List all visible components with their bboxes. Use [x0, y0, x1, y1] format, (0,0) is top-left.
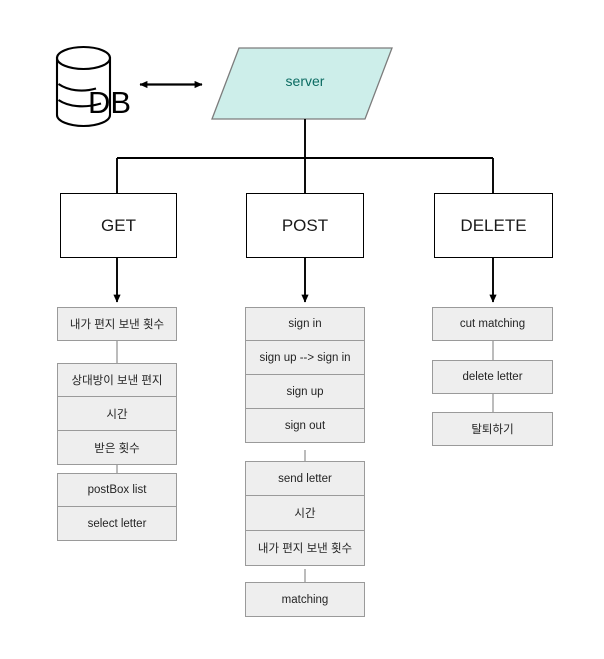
list-item-label: 내가 편지 보낸 횟수 [69, 319, 165, 331]
server-label: server [285, 73, 325, 89]
method-box-post[interactable]: POST [246, 193, 364, 258]
list-item-label: sign out [284, 419, 326, 432]
list-item-label: 상대방이 보낸 편지 [71, 375, 163, 387]
list-item-label: cut matching [459, 318, 526, 330]
list-item[interactable]: 시간 [245, 496, 365, 531]
method-box-delete[interactable]: DELETE [434, 193, 553, 258]
list-item[interactable]: matching [245, 582, 365, 617]
method-box-get[interactable]: GET [60, 193, 177, 258]
list-item[interactable]: send letter [245, 461, 365, 496]
list-item[interactable]: postBox list [57, 473, 177, 507]
list-item[interactable]: sign out [245, 409, 365, 443]
list-item[interactable]: 내가 편지 보낸 횟수 [57, 307, 177, 341]
list-item-label: select letter [87, 517, 147, 530]
list-item-label: 받은 횟수 [94, 442, 140, 455]
method-label-delete: DELETE [460, 215, 527, 235]
list-item-label: 탈퇴하기 [471, 424, 514, 436]
list-item[interactable]: 상대방이 보낸 편지 [57, 363, 177, 397]
list-item-label: matching [281, 593, 329, 606]
list-item-label: sign in [288, 318, 322, 330]
method-label-get: GET [101, 215, 136, 235]
list-item[interactable]: sign up [245, 375, 365, 409]
list-item[interactable]: select letter [57, 507, 177, 541]
list-item-label: 시간 [106, 408, 128, 421]
list-item-label: delete letter [462, 371, 523, 383]
list-item[interactable]: 받은 횟수 [57, 431, 177, 465]
list-item-label: 내가 편지 보낸 횟수 [257, 543, 353, 555]
list-item-label: send letter [278, 472, 332, 485]
list-item[interactable]: 시간 [57, 397, 177, 431]
list-item-label: sign up [286, 385, 324, 398]
list-item[interactable]: 내가 편지 보낸 횟수 [245, 531, 365, 566]
list-item[interactable]: cut matching [432, 307, 553, 341]
list-item-label: 시간 [294, 508, 316, 520]
list-item[interactable]: sign in [245, 307, 365, 341]
method-to-items-arrows [113, 258, 497, 303]
server-to-methods-connectors [116, 119, 494, 193]
method-label-post: POST [281, 215, 329, 235]
list-item[interactable]: sign up --> sign in [245, 341, 365, 375]
database-label: DB [88, 85, 132, 120]
list-item-label: postBox list [87, 484, 147, 496]
list-item[interactable]: 탈퇴하기 [432, 412, 553, 446]
list-item[interactable]: delete letter [432, 360, 553, 394]
list-item-label: sign up --> sign in [259, 351, 351, 364]
